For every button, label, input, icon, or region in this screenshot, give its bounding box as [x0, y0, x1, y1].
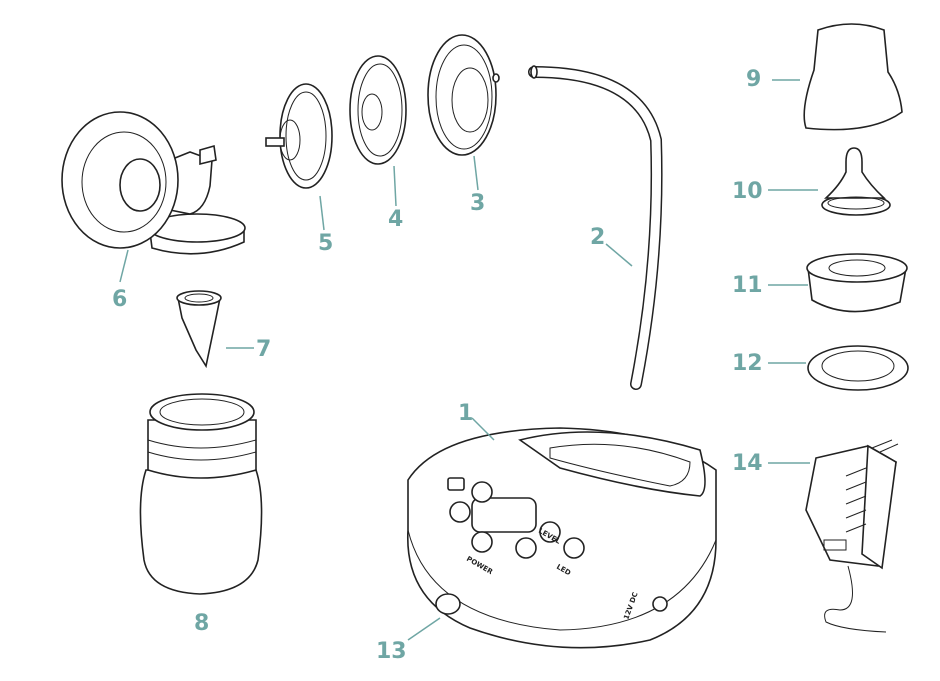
callout-leaders: [119, 79, 818, 641]
callout-number-6: 6: [112, 287, 127, 312]
callout-number-8: 8: [194, 611, 209, 636]
sealing-disc-part: [807, 345, 909, 391]
callout-number-14: 14: [732, 451, 763, 476]
callout-number-13: 13: [376, 639, 407, 664]
pump-unit-part: POWER LEVEL LED 12V DC: [407, 427, 717, 649]
callout-number-11: 11: [732, 273, 763, 298]
callout-number-4: 4: [388, 207, 403, 232]
callout-number-2: 2: [590, 225, 605, 250]
callout-leader-3: [473, 155, 479, 191]
silicone-diaphragm-part: [349, 55, 407, 165]
callout-number-1: 1: [458, 401, 473, 426]
callout-number-9: 9: [746, 67, 761, 92]
callout-leader-4: [393, 165, 397, 207]
breast-shield-part: [61, 111, 246, 255]
callout-leader-2: [605, 243, 633, 267]
callout-number-10: 10: [732, 179, 763, 204]
screw-ring-part: [806, 253, 908, 313]
diaphragm-cap-part: [427, 34, 500, 156]
diaphragm-cover-part: [265, 83, 333, 189]
bottle-part: [139, 393, 263, 595]
callout-number-5: 5: [318, 231, 333, 256]
callout-leader-13: [407, 617, 441, 641]
callout-number-12: 12: [732, 351, 763, 376]
air-tube-part: [528, 65, 663, 390]
power-adapter-part: [805, 439, 899, 633]
callout-number-3: 3: [470, 191, 485, 216]
bottle-cap-part: [803, 23, 903, 131]
callout-leader-5: [319, 195, 325, 231]
teat-part: [821, 147, 891, 216]
callout-number-7: 7: [256, 337, 271, 362]
callout-leader-1: [471, 417, 495, 441]
duckbill-valve-part: [176, 290, 222, 369]
callout-leader-6: [119, 249, 129, 283]
